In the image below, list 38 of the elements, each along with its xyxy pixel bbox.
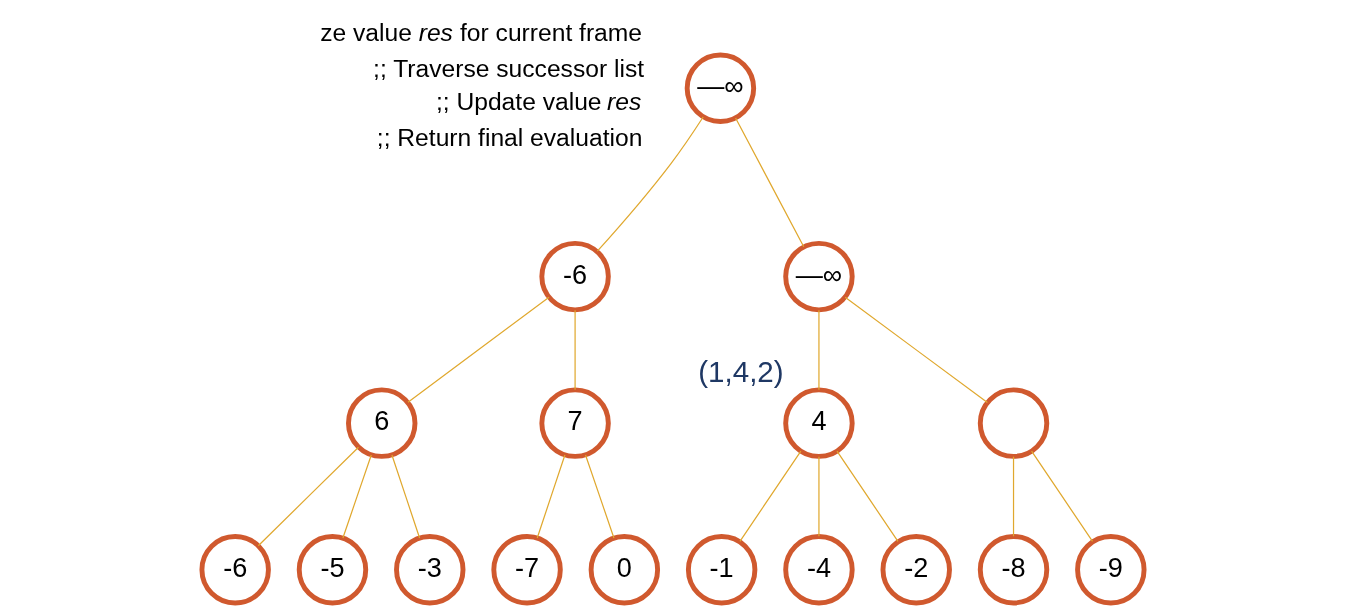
node-circle: -7 xyxy=(490,534,563,606)
label: ze value res for current frame xyxy=(319,19,642,47)
connector xyxy=(1012,456,1014,537)
node-label: (1,4,2) xyxy=(697,354,784,388)
label: ;; Update value res xyxy=(435,88,641,116)
node-circle xyxy=(977,387,1049,459)
node-circle: 0 xyxy=(588,534,660,606)
node-circle: -5 xyxy=(296,534,368,606)
node-circle: —∞ xyxy=(684,52,756,124)
node-circle: 6 xyxy=(345,387,417,459)
label: ;; Traverse successor list xyxy=(372,55,644,83)
connector xyxy=(584,454,615,539)
node-circle: -8 xyxy=(977,534,1049,606)
connector xyxy=(734,117,804,248)
connector xyxy=(817,456,820,537)
connector xyxy=(406,296,550,403)
node-circle: -9 xyxy=(1074,534,1147,606)
node-circle: -6 xyxy=(198,534,271,606)
node-circle: -4 xyxy=(782,534,855,606)
connector xyxy=(844,296,988,404)
connector xyxy=(573,309,576,391)
label: ;; Return final evaluation xyxy=(376,124,642,152)
node-circle: 7 xyxy=(538,387,611,459)
connector xyxy=(817,309,820,391)
node-circle: -2 xyxy=(880,534,952,606)
node-circle: -6 xyxy=(538,240,611,313)
connector xyxy=(536,454,566,539)
connector xyxy=(738,450,801,542)
node-circle: -3 xyxy=(393,534,465,606)
connector xyxy=(257,446,359,547)
node-circle: -1 xyxy=(685,534,757,606)
node-circle: —∞ xyxy=(782,240,855,313)
connector xyxy=(390,454,420,539)
connector xyxy=(596,116,704,252)
connector xyxy=(341,454,372,539)
node-circle: 4 xyxy=(782,387,855,459)
connector xyxy=(835,450,899,542)
connector xyxy=(1030,450,1093,542)
